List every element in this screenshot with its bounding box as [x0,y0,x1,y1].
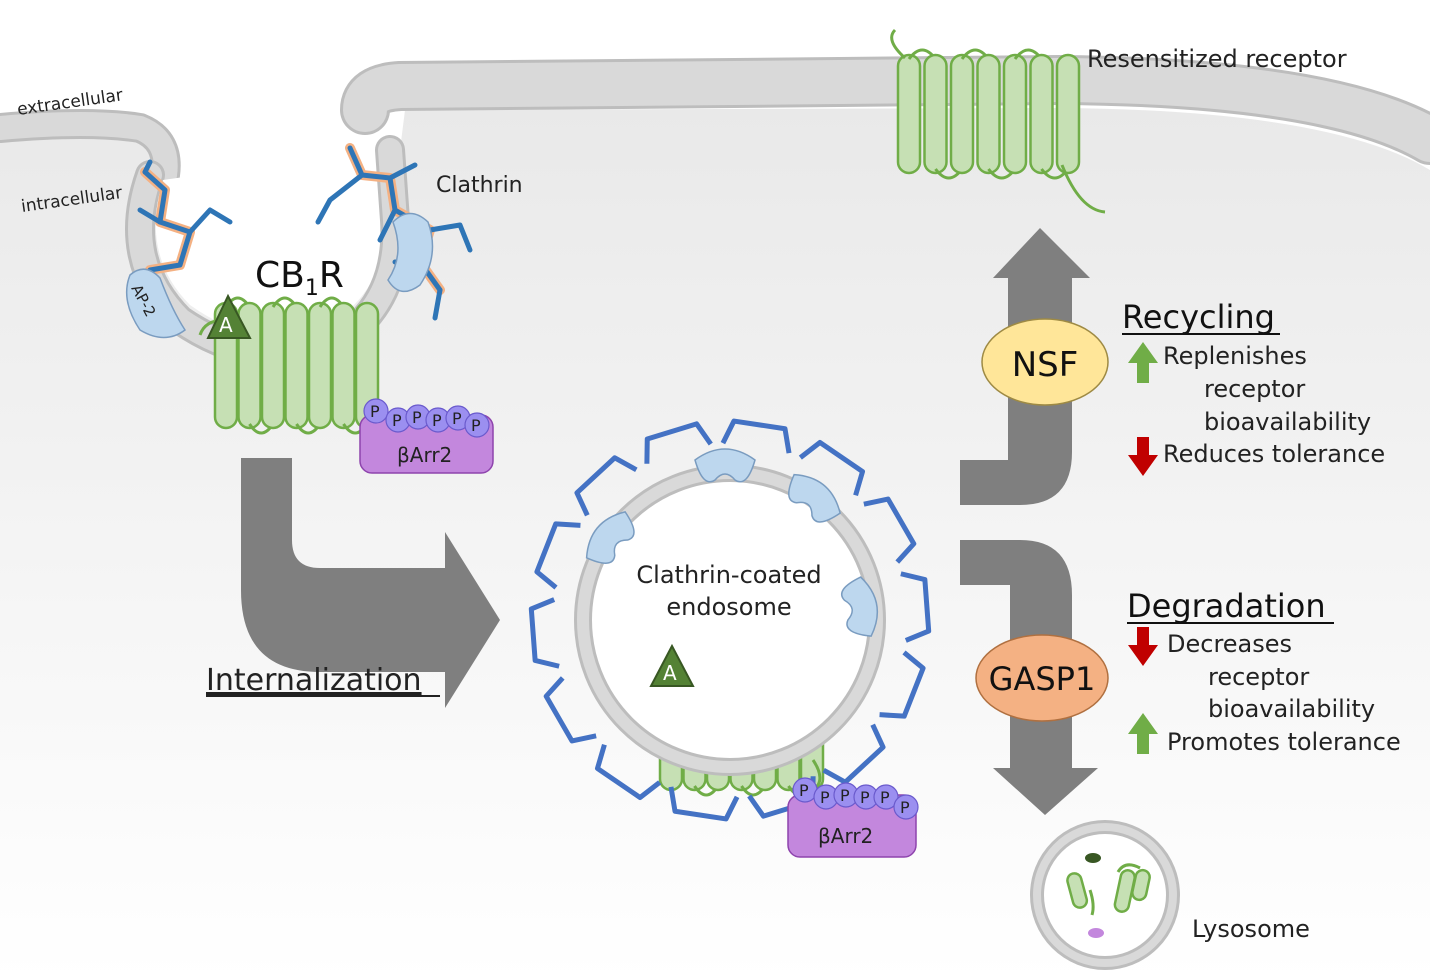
recycling-effect1-line3: bioavailability [1204,408,1371,436]
clathrin-cage-segment [720,418,792,454]
transmembrane-helix [1055,53,1081,175]
transmembrane-helix [307,301,333,430]
phosphate-label: P [820,788,830,807]
clathrin-cage-segment [644,421,713,464]
degradation-heading: Degradation [1127,587,1326,625]
phosphate-group [464,412,490,438]
clathrin-triskelion-left [137,159,233,275]
arrow-up-icon [1128,342,1158,383]
resensitized-receptor [890,28,1106,214]
arrow-down-icon [1128,627,1158,666]
lysosome-barr2-fragment [1088,928,1104,938]
internalization-label: Internalization [206,663,422,698]
degradation-effect1-line3: bioavailability [1208,695,1375,723]
phosphate-label: P [432,411,442,430]
endosome-adaptors [585,448,878,637]
endosome-adaptor [694,448,756,483]
endosome-adaptor [585,511,635,564]
phosphate-label: P [900,798,910,817]
clathrin-cage-segment [798,439,866,496]
agonist-endosome: A [649,643,695,687]
phosphate-label: P [840,786,850,805]
clathrin-cage-segment [822,723,886,785]
transmembrane-helix [260,301,286,430]
recycling-heading: Recycling [1122,298,1275,336]
transmembrane-helix [331,301,356,430]
barr2-endosome: βArr2 [787,794,917,858]
phosphate-label: P [370,402,380,421]
transmembrane-helix [976,53,1001,175]
clathrin-cage-segment [543,676,597,744]
transmembrane-helix [923,53,948,175]
recycling-effect2: Reduces tolerance [1163,440,1385,468]
internalization-arrow [241,458,500,708]
nsf-label: NSF [1012,345,1079,385]
phosphate-group [873,784,899,810]
clathrin-cage-segment [668,786,740,822]
phosphate-label: P [471,416,481,435]
clathrin-cage-segment [863,496,917,564]
lysosome [1030,820,1180,970]
resensitized-receptor-label: Resensitized receptor [1087,45,1347,73]
transmembrane-helix [949,53,975,175]
phosphate-label: P [860,788,870,807]
clathrin-cage-segment [534,521,581,590]
clathrin-cage-segment [528,597,560,669]
cb1r-label: CB1R [255,255,344,301]
phosphate-label: P [452,409,462,428]
degradation-effect1-line2: receptor [1208,663,1309,691]
endosome-clathrin-coat [528,418,932,822]
endosome-label-line1: Clathrin-coated [636,561,821,589]
phosphate-label: P [392,411,402,430]
lysosome-label: Lysosome [1192,915,1310,943]
ap2-adaptor [125,268,187,339]
nsf-ellipse [981,318,1109,406]
recycling-effect1-line1: Replenishes [1163,342,1307,370]
degradation-effect2: Promotes tolerance [1167,728,1401,756]
endosome-adaptor [840,576,878,637]
transmembrane-helix [1029,53,1054,175]
phosphate-label: P [799,781,809,800]
arrow-up-icon [1128,713,1158,754]
clathrin-label: Clathrin [436,173,523,198]
phosphate-label: P [880,788,890,807]
arrow-down-icon [1128,437,1158,476]
agonist-pit: A [206,293,252,339]
endosome-adaptor [788,473,841,523]
degradation-effect1-line1: Decreases [1167,630,1292,658]
agonist-pit-label: A [219,313,233,337]
phosphate-group [893,794,919,820]
recycling-effect1-line2: receptor [1204,375,1305,403]
lysosome-agonist-fragment [1085,853,1101,863]
gasp1-ellipse [975,634,1109,722]
clathrin-cage-segment [879,650,926,719]
pit-adaptor-right [387,212,434,293]
transmembrane-helix [284,301,309,430]
endosome-label-line2: endosome [666,593,791,621]
transmembrane-helix [896,53,922,175]
barr2-endosome-label: βArr2 [818,824,873,848]
clathrin-cage-segment [594,744,662,801]
clathrin-cage-segment [574,455,638,517]
clathrin-cage-segment [900,571,932,643]
phosphate-label: P [412,408,422,427]
gasp1-label: GASP1 [989,660,1096,698]
barr2-pit-label: βArr2 [397,443,452,467]
phosphate-group [363,398,389,424]
transmembrane-helix [1002,53,1028,175]
agonist-endosome-label: A [663,661,677,685]
